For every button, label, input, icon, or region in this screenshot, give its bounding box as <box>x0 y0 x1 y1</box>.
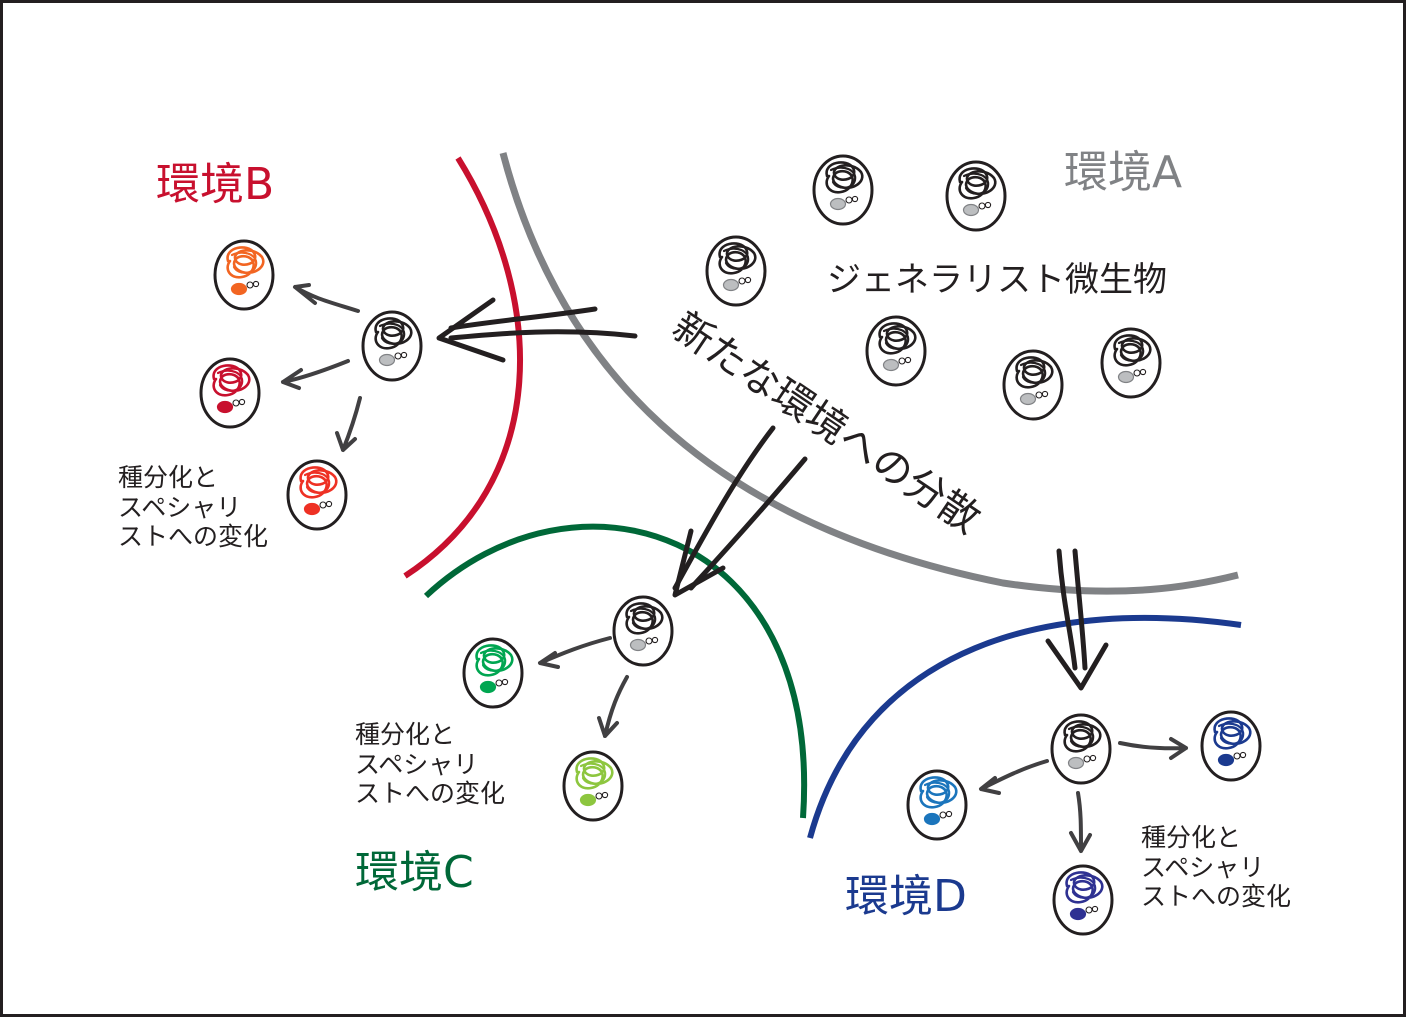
dispersal-arrow-to-b <box>436 297 638 363</box>
generalist-cell <box>1002 349 1064 421</box>
dispersal-arrow-to-d <box>1045 548 1109 691</box>
specialist-cell-d <box>906 769 968 841</box>
generalist-cell <box>1100 327 1162 399</box>
environment-d-boundary <box>807 614 1242 839</box>
specialist-cell-c <box>562 750 624 822</box>
dispersal-diagram <box>199 152 1262 936</box>
environment-b-boundary <box>403 156 523 579</box>
environment-d-label: 環境D <box>845 871 967 922</box>
specialist-cell-b <box>199 357 261 429</box>
dispersal-arrow-to-c <box>672 425 808 598</box>
generalist-cell <box>945 160 1007 232</box>
specialist-cell-d <box>1200 710 1262 782</box>
generalist-cell <box>705 235 767 307</box>
specialist-cell-b <box>213 239 275 311</box>
specialist-cell-d <box>1052 864 1114 936</box>
generalist-label: ジェネラリスト微生物 <box>827 260 1167 300</box>
specialist-cell-b <box>286 459 348 531</box>
cells-layer <box>199 154 1262 936</box>
environment-a-boundary <box>499 152 1239 595</box>
environment-c-boundary <box>423 523 808 819</box>
environment-c-label: 環境C <box>355 847 474 898</box>
specialist-cell-c <box>462 637 524 709</box>
speciation-note-d: 種分化と スペシャリ ストへの変化 <box>1141 823 1292 911</box>
speciation-note-c: 種分化と スペシャリ ストへの変化 <box>355 720 506 808</box>
generalist-cell <box>865 315 927 387</box>
generalist-cell <box>612 595 674 667</box>
environment-b-label: 環境B <box>156 159 275 210</box>
speciation-arrows <box>281 283 1188 853</box>
generalist-cell <box>361 310 423 382</box>
speciation-note-b: 種分化と スペシャリ ストへの変化 <box>118 463 269 551</box>
generalist-cell <box>1050 713 1112 785</box>
environment-a-label: 環境A <box>1064 147 1183 198</box>
generalist-cell <box>812 154 874 226</box>
